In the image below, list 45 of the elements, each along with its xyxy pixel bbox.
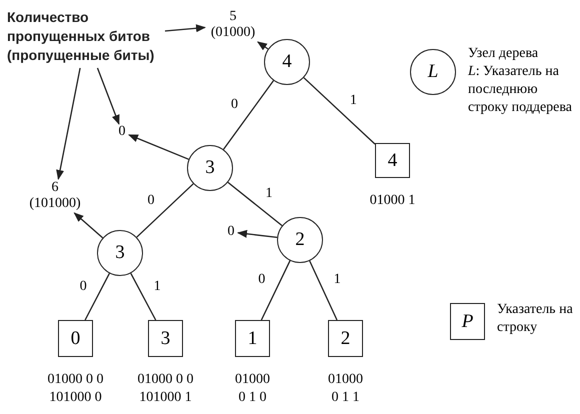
bit-string: 01000 1	[370, 192, 416, 210]
node-label: 3	[205, 157, 215, 179]
annotation-text: Количество пропущенных битов (пропущенные биты)	[7, 8, 156, 65]
arrow	[256, 41, 268, 50]
legend-text: L: Указатель на последнюю строку поддерева	[468, 63, 574, 117]
bit-string: 0 1 1	[332, 389, 360, 407]
tree-edge	[303, 77, 376, 145]
node-label: 3	[160, 328, 170, 350]
node-label: 2	[340, 328, 350, 350]
node-label: (01000)	[210, 25, 256, 41]
tree-edge	[84, 273, 110, 320]
bit-string: 01000 0 0	[48, 371, 104, 389]
bit-string: 01000	[235, 371, 270, 389]
legend-text: Указатель на строку	[497, 301, 574, 337]
node-label: 6	[52, 180, 58, 196]
arrow	[128, 134, 189, 160]
node-label: 0	[228, 224, 234, 240]
node-label: (101000)	[29, 196, 81, 212]
node-label: 2	[295, 229, 305, 251]
node-label: 5	[230, 9, 236, 25]
bit-string: 0 1 0	[238, 389, 266, 407]
arrow	[74, 212, 104, 238]
legend-text: Узел дерева	[468, 45, 538, 63]
node-label: L	[428, 61, 438, 83]
node-label: 3	[115, 242, 125, 264]
leader-line	[164, 24, 206, 32]
bit-string: 101000 1	[139, 389, 192, 407]
node-label: P	[462, 310, 474, 332]
node-label: 0	[70, 328, 80, 350]
tree-edge	[136, 183, 194, 238]
tree-edge	[309, 260, 338, 320]
tree-edge	[228, 182, 282, 226]
arrow	[237, 230, 278, 238]
node-label: 4	[282, 51, 292, 73]
leader-line	[96, 68, 120, 125]
node-label: 0	[118, 124, 126, 140]
bit-string: 01000 0 0	[138, 371, 194, 389]
node-label: 1	[248, 328, 258, 350]
bit-string: 01000	[328, 371, 363, 389]
tree-edge	[130, 273, 156, 320]
tree-edge	[223, 80, 274, 150]
tree-edge	[260, 260, 291, 320]
bit-string: 101000 0	[49, 389, 102, 407]
leader-line	[56, 68, 81, 180]
node-label: 4	[388, 150, 398, 172]
